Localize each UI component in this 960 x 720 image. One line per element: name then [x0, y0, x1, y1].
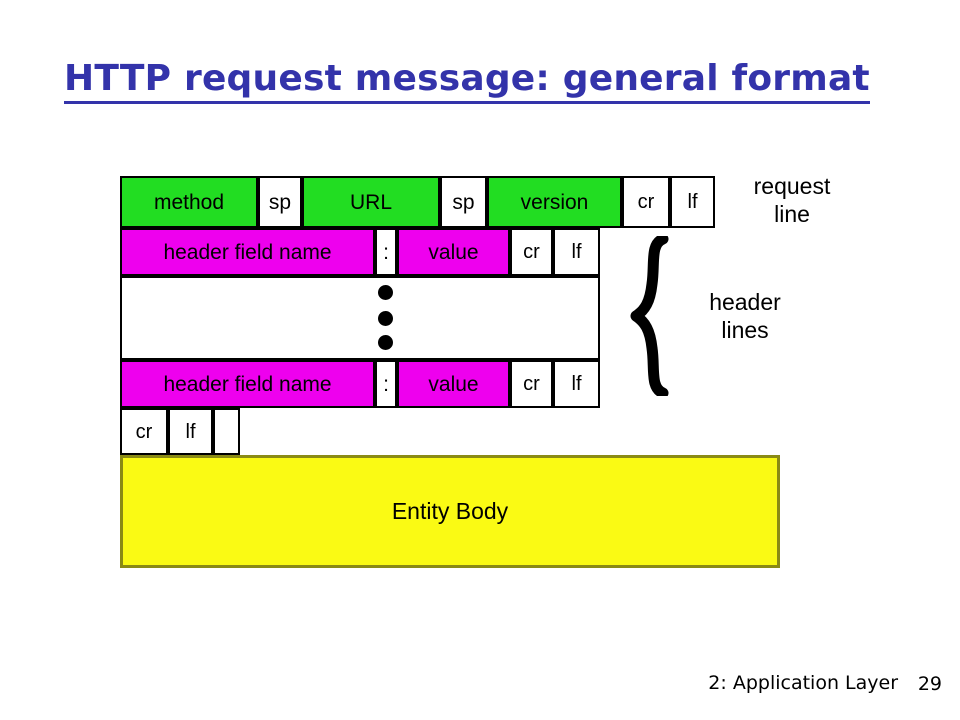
- ellipsis-dot-2: [378, 311, 393, 326]
- header-line-last-cell-cr: cr: [510, 360, 553, 408]
- page-title: HTTP request message: general format: [64, 58, 894, 104]
- header-line-last-cell-name: header field name: [120, 360, 375, 408]
- footer-page-number: 29: [917, 673, 942, 695]
- request-line-cell-url: URL: [302, 176, 440, 228]
- curly-brace-icon: [630, 236, 669, 396]
- request-line-cell-version: version: [487, 176, 622, 228]
- header-lines-ellipsis-row: [120, 276, 600, 360]
- header-line-first-cell-cr: cr: [510, 228, 553, 276]
- header-lines-annotation: header lines: [680, 288, 810, 344]
- header-line-last-cell-colon: :: [375, 360, 397, 408]
- header-line-first-cell-colon: :: [375, 228, 397, 276]
- request-line-cell-method: method: [120, 176, 258, 228]
- header-line-first-cell-name: header field name: [120, 228, 375, 276]
- header-line-last-cell-lf: lf: [553, 360, 600, 408]
- footer-chapter-label: 2: Application Layer: [708, 672, 898, 694]
- ellipsis-dot-3: [378, 335, 393, 350]
- request-line-cell-lf: lf: [670, 176, 715, 228]
- request-line-cell-sp-2: sp: [440, 176, 487, 228]
- header-lines-annotation-line2: lines: [721, 317, 769, 344]
- header-line-first-cell-lf: lf: [553, 228, 600, 276]
- request-line-cell-sp-1: sp: [258, 176, 302, 228]
- request-line-annotation-line1: request: [753, 173, 831, 199]
- request-line-annotation-line2: line: [774, 201, 810, 228]
- page-title-text: HTTP request message: general format: [64, 58, 870, 104]
- ellipsis-dot-1: [378, 285, 393, 300]
- blank-line-cell-cr: cr: [120, 408, 168, 455]
- header-line-first-cell-value: value: [397, 228, 510, 276]
- blank-line-cell-empty: [213, 408, 240, 455]
- request-line-cell-cr: cr: [622, 176, 670, 228]
- header-line-last-cell-value: value: [397, 360, 510, 408]
- header-lines-annotation-line1: header: [709, 289, 781, 315]
- slide-footer: 2: Application Layer 29: [0, 672, 960, 702]
- request-line-annotation: request line: [733, 172, 851, 228]
- blank-line-cell-lf: lf: [168, 408, 213, 455]
- entity-body-block: Entity Body: [120, 455, 780, 568]
